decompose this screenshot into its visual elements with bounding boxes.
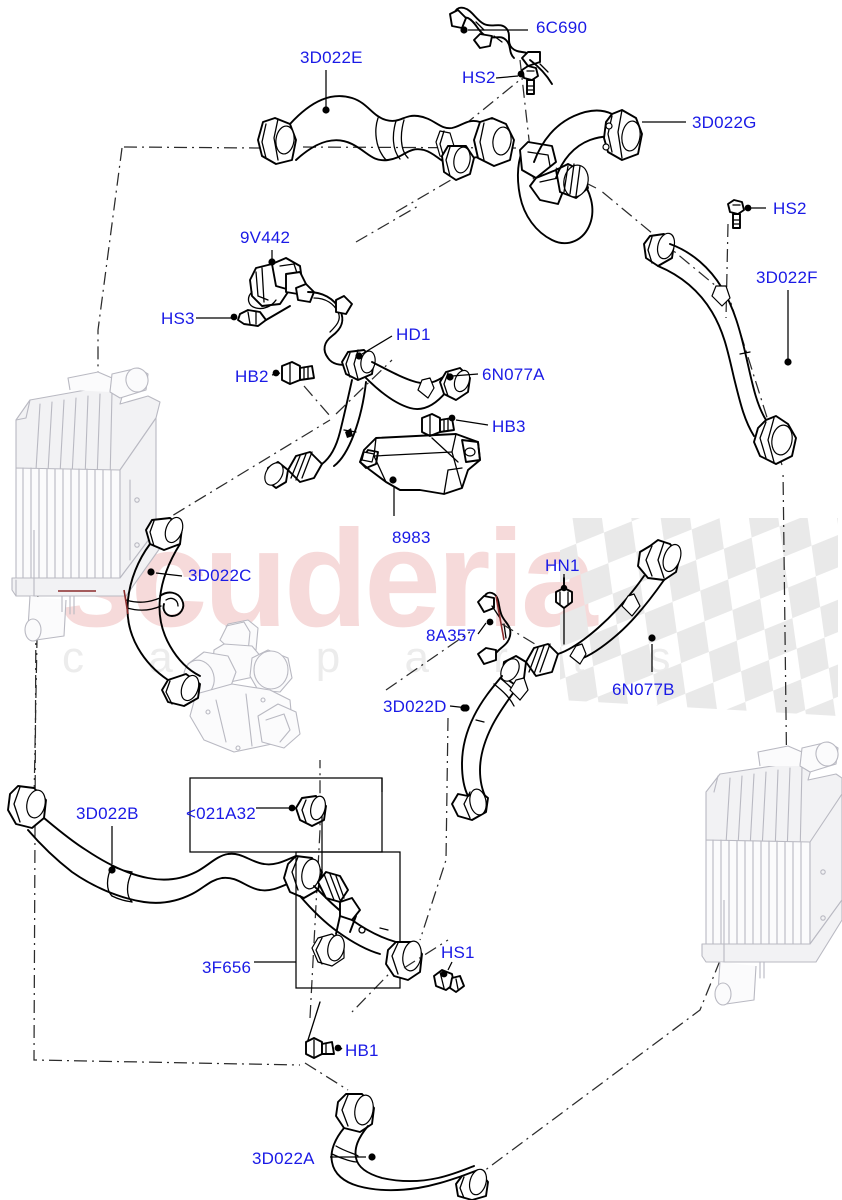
hose-3d022f: [643, 232, 797, 465]
valve-9v442: [247, 257, 376, 381]
callout-3d022g[interactable]: 3D022G: [692, 113, 757, 132]
intercooler-right: [701, 741, 842, 1006]
callout-8a357[interactable]: 8A357: [426, 626, 477, 645]
callout-3d022b[interactable]: 3D022B: [76, 804, 139, 823]
nut-hn1: [555, 577, 573, 645]
callout-hb2[interactable]: HB2: [235, 367, 269, 386]
callout-hs1[interactable]: HS1: [441, 943, 475, 962]
callout-6n077a[interactable]: 6N077A: [482, 365, 545, 384]
callout-8983[interactable]: 8983: [392, 528, 431, 547]
bolt-hb1: [305, 1001, 342, 1059]
intercooler-left: [11, 367, 161, 642]
screw-hs2-right: [727, 199, 752, 229]
callout-9v442[interactable]: 9V442: [240, 228, 291, 247]
bracket-8983: [359, 433, 481, 495]
callout-hd1[interactable]: HD1: [396, 325, 431, 344]
callout-hs2-right[interactable]: HS2: [773, 199, 807, 218]
clip-6c690: [449, 6, 553, 85]
bolt-hb2: [272, 361, 331, 417]
screw-hs2-top: [517, 65, 539, 95]
callout-hs3[interactable]: HS3: [161, 309, 195, 328]
callout-3d022d[interactable]: 3D022D: [383, 697, 447, 716]
hose-3d022b: [7, 785, 323, 904]
hose-3d022a: [330, 1093, 489, 1200]
bolt-hb3: [421, 413, 459, 463]
hose-3d022c: [123, 516, 201, 707]
callout-3d022f[interactable]: 3D022F: [756, 268, 818, 287]
callout-6c690[interactable]: 6C690: [536, 18, 588, 37]
hose-3d022d: [451, 675, 529, 821]
callout-hb3[interactable]: HB3: [492, 417, 526, 436]
hose-3d022e: [257, 95, 515, 167]
callout-hn1[interactable]: HN1: [545, 556, 580, 575]
screw-hs1: [433, 969, 465, 993]
pipe-3f656: [189, 777, 449, 989]
callout-6n077b[interactable]: 6N077B: [612, 680, 675, 699]
callout-3d022a[interactable]: 3D022A: [252, 1149, 315, 1168]
callout-021a32[interactable]: <021A32: [186, 804, 256, 823]
callout-3f656[interactable]: 3F656: [202, 958, 252, 977]
callout-3d022e[interactable]: 3D022E: [300, 48, 363, 67]
watermark-checkered-flag: [560, 518, 838, 716]
callout-hb1[interactable]: HB1: [345, 1041, 379, 1060]
screw-hs3: [230, 305, 291, 327]
callout-hs2-top[interactable]: HS2: [462, 68, 496, 87]
leader-lines: [111, 26, 792, 1158]
callout-3d022c[interactable]: 3D022C: [188, 566, 252, 585]
bracket-8a357: [477, 591, 549, 665]
tube-6n077b: [500, 539, 682, 685]
hose-3d022g: [441, 109, 643, 245]
